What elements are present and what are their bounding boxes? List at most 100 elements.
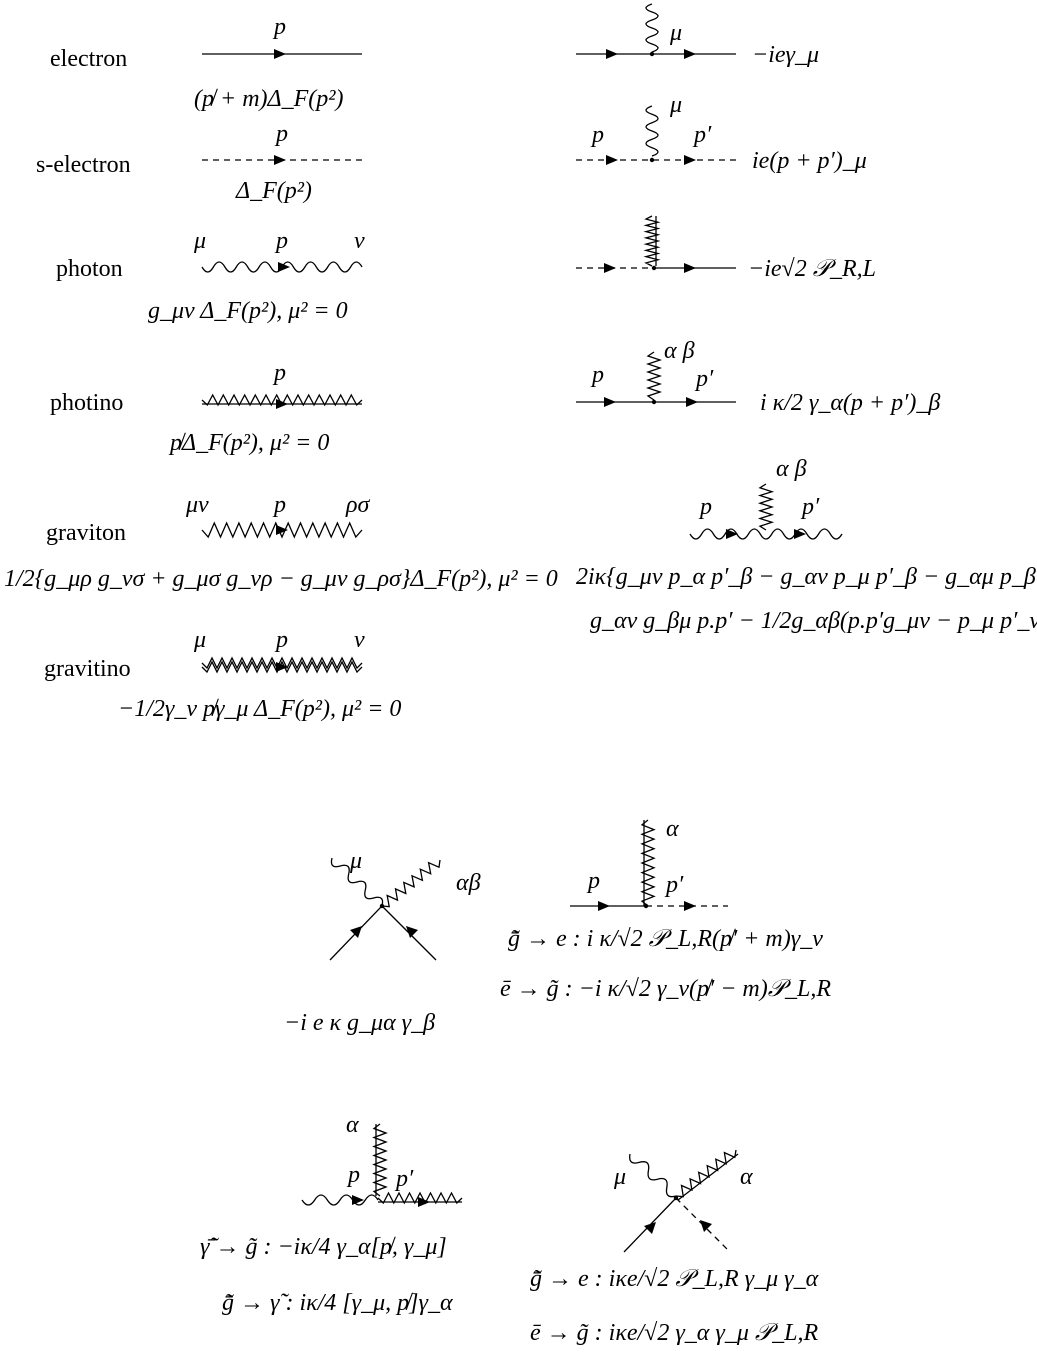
v1-photon-line <box>645 3 659 53</box>
v4-p-in: p <box>590 362 604 388</box>
c2-gravitino-zigzag <box>640 819 656 907</box>
v1-vertex-dot <box>649 51 655 57</box>
gravitino-left-index: μ <box>193 627 206 653</box>
v2-expr: ie(p + p′)_μ <box>752 148 867 174</box>
contact-vertex-3: α p p′ γ̃̄ → g̃ : −iκ/4 γ_α[p̸, γ_μ] g̃̄… <box>200 1112 463 1316</box>
v4-arrow-in <box>604 397 616 407</box>
c4-photon-line <box>629 1153 677 1198</box>
c3-alpha: α <box>346 1112 359 1138</box>
v1-arrow-out <box>684 49 696 59</box>
selectron-propagator: s-electron p Δ_F(p²) <box>36 121 362 204</box>
c3-p: p <box>346 1162 360 1188</box>
c3-arrow-in <box>352 1195 364 1205</box>
c4-gravitino-straight <box>677 1153 739 1201</box>
c4-arrow-in <box>644 1222 656 1234</box>
v5-expr-line2: g_αν g_βμ p.p′ − 1/2g_αβ(p.p′g_μν − p_μ … <box>590 608 1037 634</box>
c2-line1: g̃̄ → e : i κ/√2 𝒫_L,R(p̸′ + m)γ_ν <box>508 926 823 952</box>
v5-index: α β <box>776 456 807 482</box>
v2-index: μ <box>669 92 682 118</box>
c4-gravitino-zigzag <box>675 1149 737 1198</box>
selectron-momentum: p <box>274 121 288 147</box>
c4-line2: ē → g̃ : iκe/√2 γ_α γ_μ 𝒫_L,R <box>530 1320 819 1346</box>
electron-propagator: electron p (p̸ + m)Δ_F(p²) <box>50 14 362 112</box>
c2-pprime: p′ <box>664 872 684 898</box>
c1-expr: −i e κ g_μα γ_β <box>284 1010 435 1036</box>
v4-vertex-dot <box>651 399 657 405</box>
photon-propagator: photon μ p ν g_μν Δ_F(p²), μ² = 0 <box>56 228 365 324</box>
graviton-propagator: graviton μν p ρσ 1/2{g_μρ g_νσ + g_μσ g_… <box>4 492 558 592</box>
v5-p-out: p′ <box>800 494 820 520</box>
selectron-photino-vertex: −ie√2 𝒫_R,L <box>576 215 876 282</box>
photino-arrow <box>276 399 288 409</box>
photino-label: photino <box>50 390 123 416</box>
c3-photon-wavy <box>301 1194 379 1206</box>
graviton-arrow <box>276 525 288 535</box>
photino-momentum: p <box>272 360 286 386</box>
v2-p-in: p <box>590 122 604 148</box>
c1-alphabeta: αβ <box>456 870 481 896</box>
gravitino-momentum: p <box>274 627 288 653</box>
graviton-right-index: ρσ <box>345 492 371 518</box>
graviton-left-index: μν <box>185 492 209 518</box>
c4-arrow-out <box>700 1220 712 1232</box>
selectron-label: s-electron <box>36 152 131 178</box>
c1-graviton-line <box>381 859 441 908</box>
c3-pprime: p′ <box>394 1166 414 1192</box>
contact-vertex-1: μ αβ −i e κ g_μα γ_β <box>284 848 481 1036</box>
selectron-arrow <box>274 155 286 165</box>
c1-arrow-in <box>350 926 362 938</box>
electron-label: electron <box>50 46 127 72</box>
gravitino-right-index: ν <box>354 627 365 653</box>
v4-arrow-out <box>686 397 698 407</box>
gravitino-label: gravitino <box>44 656 131 682</box>
gravitino-arrow <box>276 662 288 672</box>
v2-p-out: p′ <box>692 122 712 148</box>
c2-arrow-in <box>598 901 610 911</box>
c2-alpha: α <box>666 816 679 842</box>
c4-alpha: α <box>740 1164 753 1190</box>
photino-expr: p̸Δ_F(p²), μ² = 0 <box>168 430 329 456</box>
c2-arrow-out <box>684 901 696 911</box>
c3-line2: g̃̄ → γ̃ : iκ/4 [γ_μ, p̸]γ_α <box>222 1290 453 1316</box>
electron-photon-vertex: μ −ieγ_μ <box>576 3 819 68</box>
c1-photon-line <box>330 857 384 907</box>
v5-arrow-out <box>794 529 806 539</box>
v4-graviton-zigzag <box>645 351 663 401</box>
graviton-label: graviton <box>46 520 126 546</box>
c3-line1: γ̃̄ → g̃ : −iκ/4 γ_α[p̸, γ_μ] <box>200 1234 447 1260</box>
v5-expr-line1: 2iκ{g_μν p_α p′_β − g_αν p_μ p′_β − g_αμ… <box>576 564 1037 590</box>
photon-graviton-vertex: α β p p′ 2iκ{g_μν p_α p′_β − g_αν p_μ p′… <box>576 456 1037 634</box>
v5-photon-wavy <box>689 528 843 540</box>
c2-p: p <box>586 868 600 894</box>
c2-vertex-dot <box>643 903 649 909</box>
v5-arrow-in <box>726 529 738 539</box>
c4-mu: μ <box>613 1164 626 1190</box>
v2-arrow-in <box>606 155 618 165</box>
v2-vertex-dot <box>649 157 655 163</box>
gravitino-zigzag-line-1 <box>201 656 363 670</box>
photon-momentum: p <box>274 228 288 254</box>
photon-label: photon <box>56 256 123 282</box>
c3-photino-zigzag <box>377 1191 463 1205</box>
v3-arrow-in <box>604 263 616 273</box>
gravitino-expr: −1/2γ_ν p̸γ_μ Δ_F(p²), μ² = 0 <box>118 696 401 722</box>
v2-photon-line <box>645 105 659 157</box>
graviton-zigzag-line <box>201 521 363 539</box>
v4-p-out: p′ <box>694 366 714 392</box>
electron-arrow <box>274 49 286 59</box>
photon-left-index: μ <box>193 228 206 254</box>
graviton-expr: 1/2{g_μρ g_νσ + g_μσ g_νρ − g_μν g_ρσ}Δ_… <box>4 566 558 592</box>
electron-graviton-vertex: α β p p′ i κ/2 γ_α(p + p′)_β <box>576 338 940 416</box>
c4-vertex-dot <box>673 1195 679 1201</box>
selectron-photon-vertex: μ p p′ ie(p + p′)_μ <box>576 92 867 174</box>
photon-expr: g_μν Δ_F(p²), μ² = 0 <box>148 298 348 324</box>
v4-index: α β <box>664 338 695 364</box>
photon-right-index: ν <box>354 228 365 254</box>
gravitino-propagator: gravitino μ p ν −1/2γ_ν p̸γ_μ Δ_F(p²), μ… <box>44 627 401 722</box>
v1-expr: −ieγ_μ <box>752 42 819 68</box>
v3-arrow-out <box>684 263 696 273</box>
c4-line1: g̃̄ → e : iκe/√2 𝒫_L,R γ_μ γ_α <box>530 1266 819 1292</box>
gravitino-zigzag-line-2 <box>201 660 363 674</box>
v1-index: μ <box>669 20 682 46</box>
